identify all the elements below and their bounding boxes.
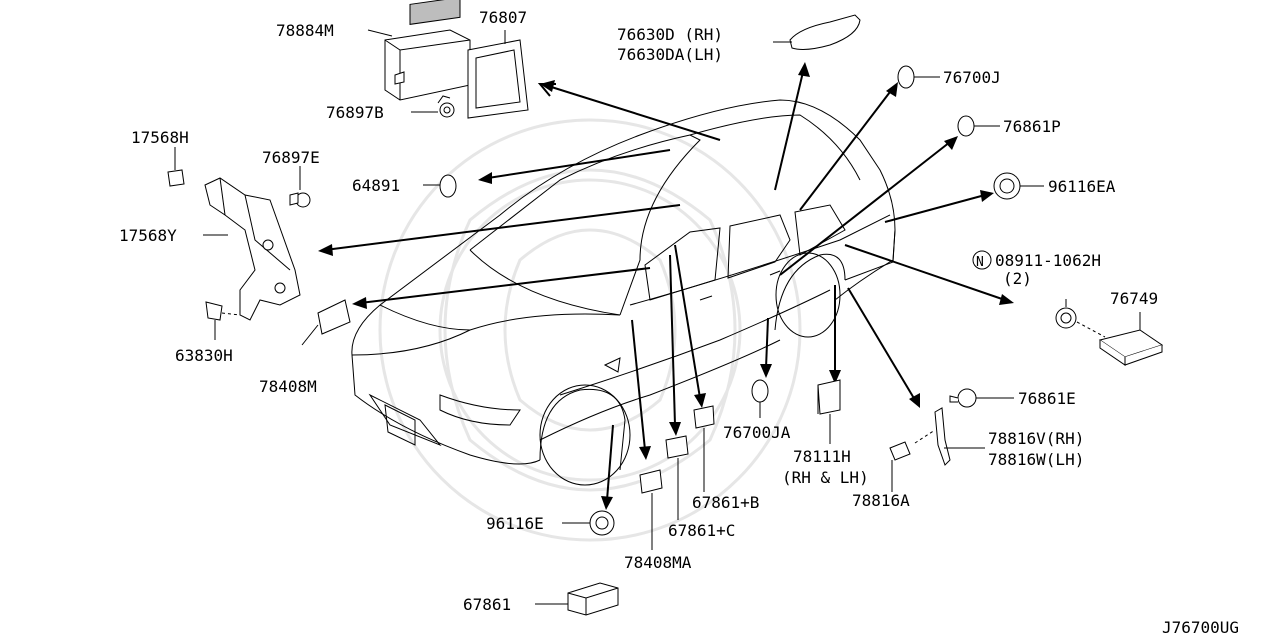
part-76630D-cover [789, 14, 861, 50]
label-17568Y: 17568Y [119, 226, 177, 245]
part-96116E-grommet [589, 510, 615, 536]
part-76897E-clip [289, 192, 311, 208]
label-76807: 76807 [479, 8, 527, 27]
label-96116E: 96116E [486, 514, 544, 533]
part-76897B-clip [437, 95, 455, 118]
label-76630DA: 76630DA(LH) [617, 45, 723, 64]
part-labels: 78884M 76807 76630D (RH) 76630DA(LH) 767… [119, 8, 1239, 637]
label-76897B: 76897B [326, 103, 384, 122]
label-64891: 64891 [352, 176, 400, 195]
label-76897E: 76897E [262, 148, 320, 167]
part-76700JA-plug [751, 379, 769, 403]
label-78408MA: 78408MA [624, 553, 692, 572]
label-96116EA: 96116EA [1048, 177, 1116, 196]
part-76861P-plug [957, 115, 975, 137]
part-76861E-clip [949, 388, 977, 408]
label-67861B: 67861+B [692, 493, 759, 512]
part-08911-nut [1055, 299, 1077, 329]
label-78111H: 78111H [793, 447, 851, 466]
part-78111H-pad [817, 379, 841, 415]
part-78816A-screw [889, 441, 911, 461]
n-symbol-circle [972, 250, 992, 270]
part-67861C-pad [665, 435, 689, 459]
part-96116EA-grommet [993, 172, 1021, 200]
label-08911-symbol: N [976, 255, 984, 270]
part-76700J-plug [897, 65, 915, 89]
label-76700J: 76700J [943, 68, 1001, 87]
label-78816W: 78816W(LH) [988, 450, 1084, 469]
car-body [351, 99, 896, 486]
label-78408M: 78408M [259, 377, 317, 396]
label-17568H: 17568H [131, 128, 189, 147]
diagram-code: J76700UG [1162, 618, 1239, 637]
part-76749-bracket [1076, 312, 1164, 366]
label-76861E: 76861E [1018, 389, 1076, 408]
label-leaders [174, 29, 1044, 605]
part-78816V-bracket [914, 407, 951, 466]
part-63830H-clip [205, 301, 241, 321]
label-76700JA: 76700JA [723, 423, 791, 442]
label-08911-qty: (2) [1003, 269, 1032, 288]
part-67861B-pad [693, 405, 715, 429]
part-64891-plug [439, 174, 457, 198]
label-76630D: 76630D (RH) [617, 25, 723, 44]
label-78816A: 78816A [852, 491, 910, 510]
part-78408M-pad [317, 299, 351, 335]
label-78816V: 78816V(RH) [988, 429, 1084, 448]
leader-arrows [318, 62, 1014, 510]
label-76861P: 76861P [1003, 117, 1061, 136]
part-78408MA-pad [639, 469, 663, 494]
part-17568Y-bracket [204, 177, 301, 321]
label-78111H-note: (RH & LH) [782, 468, 869, 487]
part-67861-block [567, 582, 619, 616]
part-17568H-clip [167, 169, 185, 187]
part-76807-seal [467, 39, 529, 119]
label-67861: 67861 [463, 595, 511, 614]
label-76749: 76749 [1110, 289, 1158, 308]
label-63830H: 63830H [175, 346, 233, 365]
label-08911: 08911-1062H [995, 251, 1101, 270]
label-78884M: 78884M [276, 21, 334, 40]
label-67861C: 67861+C [668, 521, 735, 540]
part-78884M-module [384, 0, 471, 101]
watermark-emblem [378, 118, 802, 542]
